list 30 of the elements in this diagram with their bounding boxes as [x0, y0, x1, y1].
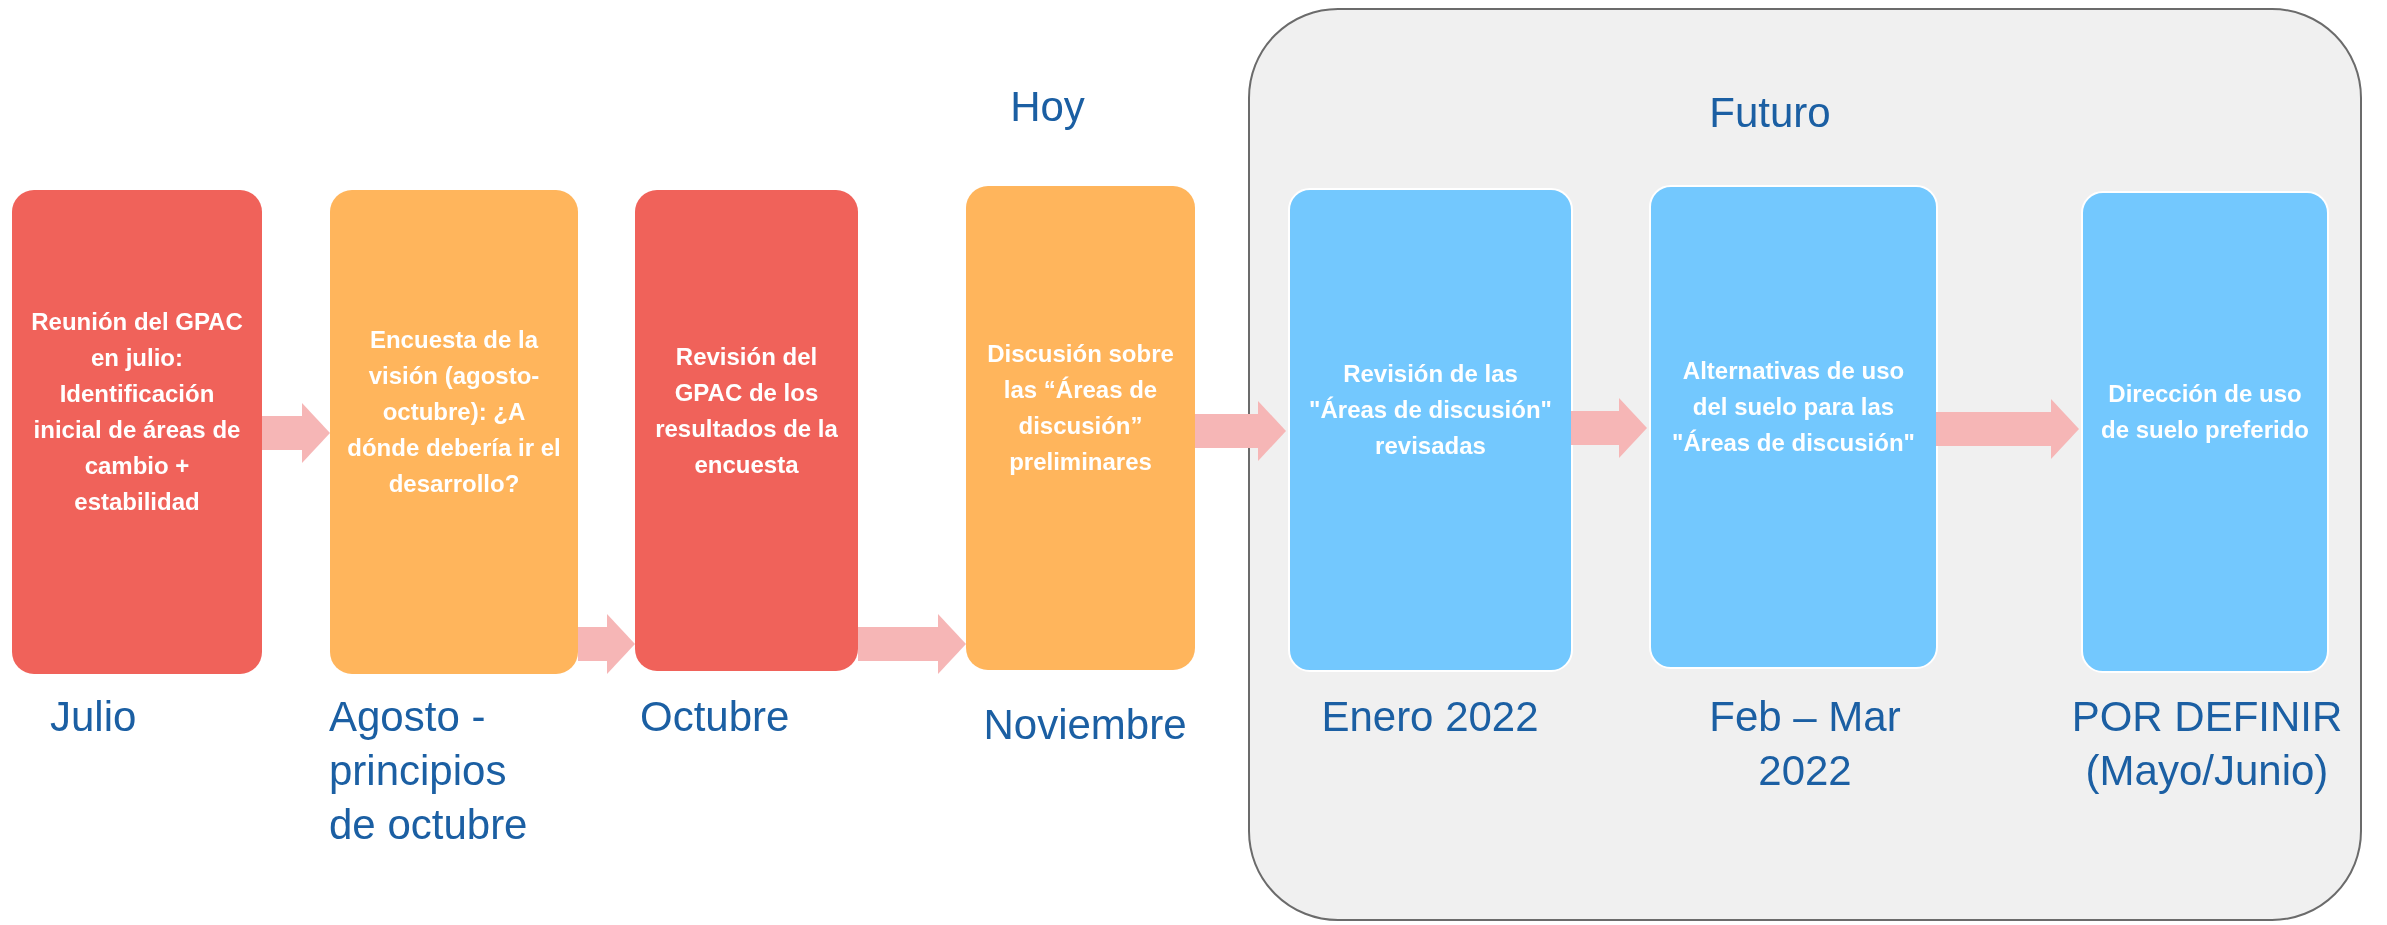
step-box — [12, 190, 262, 674]
step-box — [1288, 188, 1573, 672]
date-label: Hoy — [1009, 82, 1086, 132]
step-text: Revisión del GPAC de los resultados de la encuesta — [654, 341, 839, 480]
date-label: Julio — [50, 692, 138, 742]
date-label: Agosto - principios de octubre — [329, 692, 529, 850]
step-box — [966, 186, 1195, 670]
step-text: Discusión sobre las “Áreas de discusión” preliminares — [986, 339, 1175, 477]
date-label: Noviembre — [982, 700, 1188, 750]
step-box — [1649, 185, 1938, 669]
step-box — [635, 190, 858, 671]
phase-heading: Futuro — [1708, 88, 1832, 138]
step-text: Revisión de las "Áreas de discusión" revisadas — [1308, 359, 1553, 461]
block-arrow — [858, 614, 966, 674]
block-arrow — [1936, 399, 2079, 459]
step-text: Encuesta de la visión (agosto-octubre): ¿A dónde debería ir el desarrollo? — [346, 325, 562, 499]
step-box — [2081, 191, 2329, 673]
block-arrow — [1571, 398, 1647, 458]
future-phase-panel — [1248, 8, 2362, 921]
step-text: Alternativas de uso del suelo para las "Áreas de discusión" — [1671, 356, 1916, 458]
step-text: Reunión del GPAC en julio: Identificación inicial de áreas de cambio + estabilidad — [30, 307, 244, 517]
step-text: Dirección de uso de suelo preferido — [2099, 379, 2310, 445]
date-label: Octubre — [640, 692, 791, 742]
date-label: Feb – Mar 2022 — [1708, 692, 1902, 796]
block-arrow — [1195, 401, 1286, 461]
date-label: Enero 2022 — [1320, 692, 1540, 742]
date-label: POR DEFINIR (Mayo/Junio) — [2070, 692, 2344, 796]
block-arrow — [262, 403, 330, 463]
step-box — [330, 190, 578, 674]
block-arrow — [578, 614, 635, 674]
